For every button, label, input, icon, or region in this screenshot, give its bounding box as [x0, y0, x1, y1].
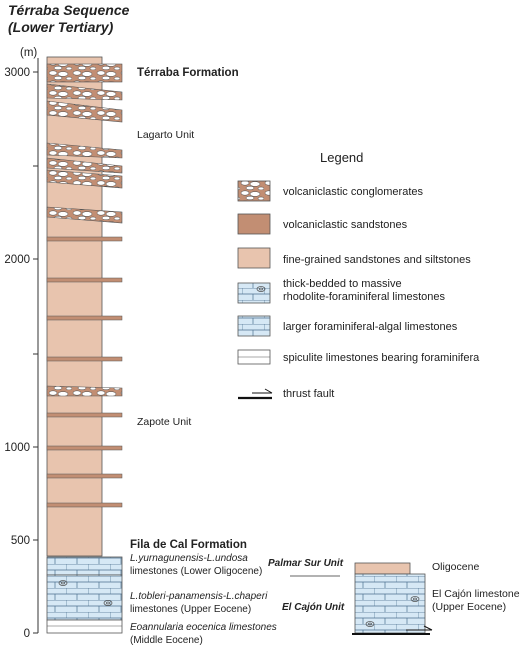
- title-line-1: Térraba Sequence: [8, 2, 130, 18]
- axis-unit: (m): [20, 47, 37, 59]
- legend-swatch-fine: [237, 247, 271, 269]
- tick-3000: 3000: [4, 67, 30, 79]
- label-zapote-unit: Zapote Unit: [137, 416, 191, 428]
- tick-2000: 2000: [4, 254, 30, 266]
- legend-label-conglomerates: volcaniclastic conglomerates: [283, 186, 424, 198]
- legend-swatch-algal: [237, 315, 271, 337]
- legend-rhodolite-icon: [256, 286, 266, 292]
- axis-ticks: [33, 71, 38, 634]
- label-yurnagunensis-2: limestones (Lower Oligocene): [130, 566, 262, 577]
- legend-label-thrust: thrust fault: [283, 388, 334, 400]
- column-palmar-sur-limestone: [46, 556, 123, 576]
- column-sandstone-beds: [46, 236, 123, 508]
- legend-label-spiculite: spiculite limestones bearing foraminifer…: [283, 352, 480, 364]
- rhodolite-icon: [58, 580, 113, 606]
- legend-label-rhodolite-2: rhodolite-foraminiferal limestones: [283, 291, 446, 303]
- legend-swatch-conglomerates: [237, 180, 271, 202]
- label-tobleri-2: limestones (Upper Eocene): [130, 604, 251, 615]
- legend-label-algal: larger foraminiferal-algal limestones: [283, 321, 458, 333]
- label-palmar-sur-unit: Palmar Sur Unit: [268, 558, 344, 569]
- label-eoannularia-1: Eoannularia eocenica limestones: [130, 622, 277, 633]
- label-yurnagunensis-1: L.yurnagunensis-L.undosa: [130, 553, 248, 564]
- column-spiculite-limestone: [46, 619, 123, 634]
- legend-label-fine: fine-grained sandstones and siltstones: [283, 254, 471, 266]
- side-label-el-cajon-2: (Upper Eocene): [432, 601, 506, 613]
- legend-swatch-rhodolite: [237, 282, 271, 304]
- legend-label-rhodolite-1: thick-bedded to massive: [283, 278, 402, 290]
- label-terraba-formation: Térraba Formation: [137, 67, 239, 79]
- label-lagarto-unit: Lagarto Unit: [137, 129, 194, 141]
- side-label-oligocene: Oligocene: [432, 561, 479, 573]
- title-line-2: (Lower Tertiary): [8, 19, 114, 35]
- legend-thrust-fault-icon: [238, 388, 273, 400]
- label-tobleri-1: L.tobleri-panamensis-L.chaperi: [130, 591, 268, 602]
- tick-500: 500: [11, 535, 30, 547]
- label-fila-de-cal: Fila de Cal Formation: [130, 539, 247, 551]
- column-el-cajon-limestone: [46, 574, 123, 621]
- column-fine-sandstone: [46, 56, 103, 557]
- label-el-cajon-unit: El Cajón Unit: [282, 602, 345, 613]
- side-label-el-cajon-1: El Cajón limestone: [432, 588, 520, 600]
- legend-label-sandstones: volcaniclastic sandstones: [283, 219, 408, 231]
- tick-1000: 1000: [4, 442, 30, 454]
- side-thrust-fault-icon: [352, 625, 433, 635]
- tick-0: 0: [24, 628, 30, 640]
- label-eoannularia-2: (Middle Eocene): [130, 635, 203, 646]
- legend-swatch-sandstones: [237, 213, 271, 235]
- column-conglomerate-layers: [46, 63, 123, 397]
- side-column-oligocene: [354, 562, 411, 575]
- legend-title: Legend: [320, 150, 363, 165]
- side-column-limestone: [354, 573, 426, 634]
